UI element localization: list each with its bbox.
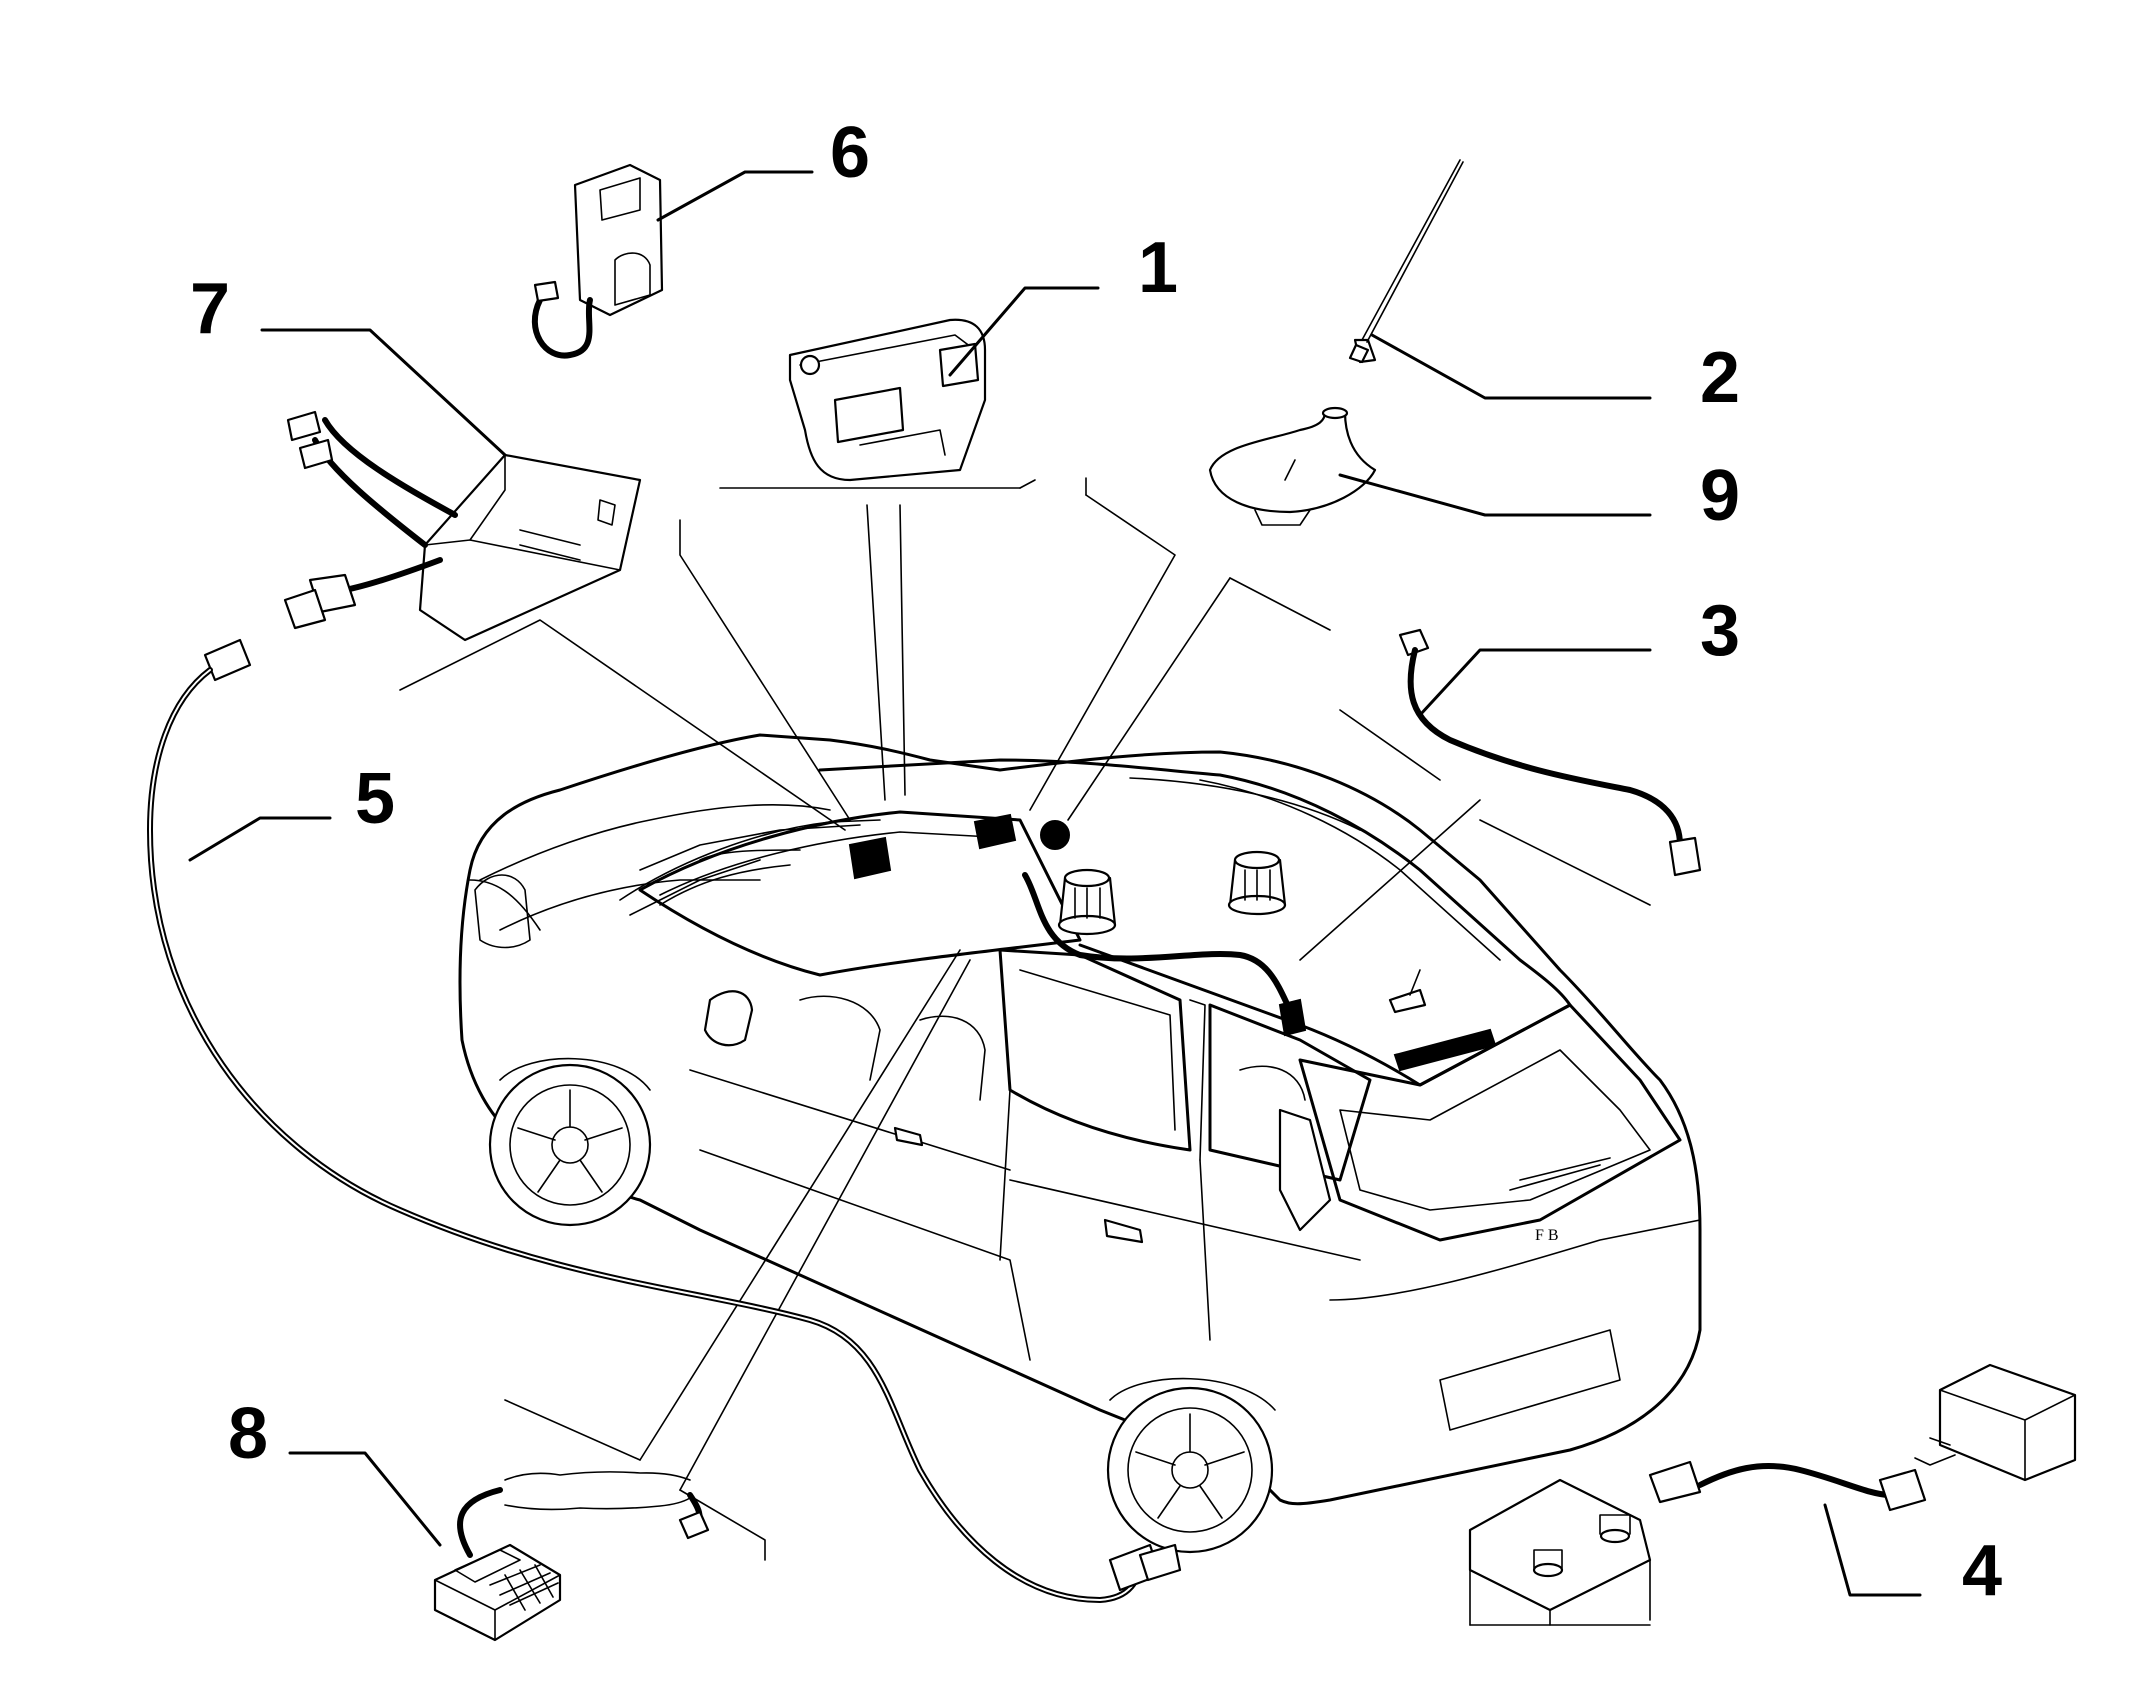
part-6-handset-holder bbox=[531, 163, 814, 359]
callout-6: 6 bbox=[830, 113, 870, 193]
part-5-main-cable bbox=[147, 638, 1182, 1603]
part-2-antenna bbox=[1348, 159, 1652, 400]
badge-text: F B bbox=[1535, 1227, 1559, 1244]
callout-9: 9 bbox=[1700, 456, 1740, 536]
part-8-keypad bbox=[288, 1451, 710, 1642]
roof-beacon-rear bbox=[1057, 868, 1117, 936]
front-wheel bbox=[488, 1057, 652, 1227]
callout-5: 5 bbox=[355, 759, 395, 839]
rear-wheel bbox=[1106, 1377, 1276, 1554]
part-7-radio-module bbox=[260, 328, 642, 642]
part-4-battery-cable bbox=[1468, 1363, 2077, 1626]
leader-lines bbox=[399, 477, 1651, 1561]
callout-4: 4 bbox=[1962, 1531, 2002, 1611]
car-body: F B bbox=[458, 733, 1702, 1554]
roof-beacon-front bbox=[1227, 850, 1287, 916]
callout-3: 3 bbox=[1700, 591, 1740, 671]
callout-7: 7 bbox=[190, 269, 230, 349]
part-3-cable bbox=[1398, 628, 1702, 877]
callout-labels: 1 2 3 4 5 6 7 8 9 bbox=[190, 113, 2002, 1611]
callout-2: 2 bbox=[1700, 338, 1740, 418]
callout-8: 8 bbox=[228, 1394, 268, 1474]
part-1-control-unit bbox=[788, 286, 1100, 482]
callout-1: 1 bbox=[1138, 228, 1178, 308]
part-9-antenna-base bbox=[1208, 406, 1652, 526]
